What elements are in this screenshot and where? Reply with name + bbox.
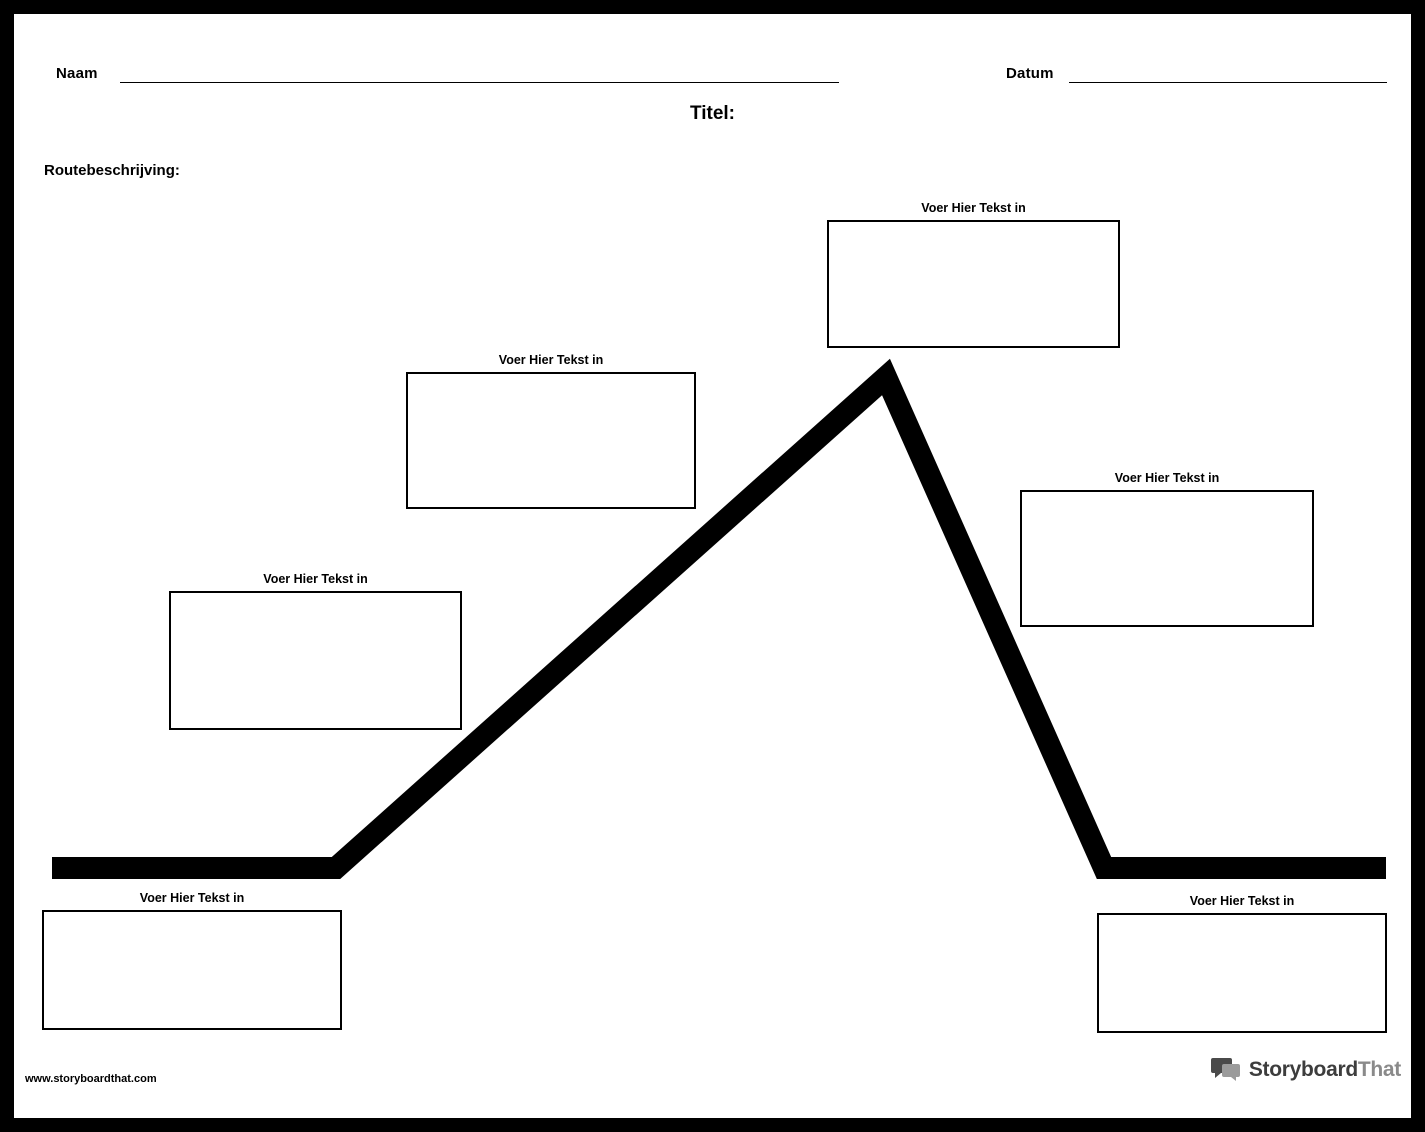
- text-cell-1-caption: Voer Hier Tekst in: [139, 891, 245, 905]
- text-cell-3-box[interactable]: [406, 372, 696, 509]
- text-cell-2[interactable]: Voer Hier Tekst in: [169, 572, 462, 730]
- worksheet-page: Naam Datum Titel: Routebeschrijving: Voe…: [14, 14, 1411, 1118]
- name-write-line[interactable]: [120, 82, 839, 83]
- date-label: Datum: [1006, 65, 1054, 82]
- brand-name: StoryboardThat: [1249, 1058, 1401, 1082]
- name-label: Naam: [56, 65, 98, 82]
- brand-name-first: Storyboard: [1248, 1058, 1358, 1081]
- text-cell-1[interactable]: Voer Hier Tekst in: [42, 891, 342, 1030]
- text-cell-6-caption: Voer Hier Tekst in: [1189, 894, 1295, 908]
- site-url: www.storyboardthat.com: [25, 1073, 157, 1085]
- text-cell-4-caption: Voer Hier Tekst in: [921, 201, 1026, 215]
- brand-logo-group: StoryboardThat: [1210, 1057, 1401, 1083]
- brand-name-second: That: [1357, 1058, 1401, 1081]
- text-cell-2-box[interactable]: [169, 591, 462, 730]
- text-cell-3-caption: Voer Hier Tekst in: [498, 353, 604, 367]
- text-cell-3[interactable]: Voer Hier Tekst in: [406, 353, 696, 509]
- page-title: Titel:: [689, 103, 736, 124]
- date-write-line[interactable]: [1069, 82, 1387, 83]
- text-cell-5-box[interactable]: [1020, 490, 1314, 627]
- text-cell-5-caption: Voer Hier Tekst in: [1114, 471, 1220, 485]
- text-cell-6-box[interactable]: [1097, 913, 1387, 1033]
- text-cell-5[interactable]: Voer Hier Tekst in: [1020, 471, 1314, 627]
- text-cell-1-box[interactable]: [42, 910, 342, 1030]
- text-cell-4-box[interactable]: [827, 220, 1120, 348]
- text-cell-2-caption: Voer Hier Tekst in: [263, 572, 368, 586]
- speech-bubble-icon: [1210, 1057, 1241, 1083]
- text-cell-4[interactable]: Voer Hier Tekst in: [827, 201, 1120, 348]
- directions-label: Routebeschrijving:: [44, 162, 180, 179]
- text-cell-6[interactable]: Voer Hier Tekst in: [1097, 894, 1387, 1033]
